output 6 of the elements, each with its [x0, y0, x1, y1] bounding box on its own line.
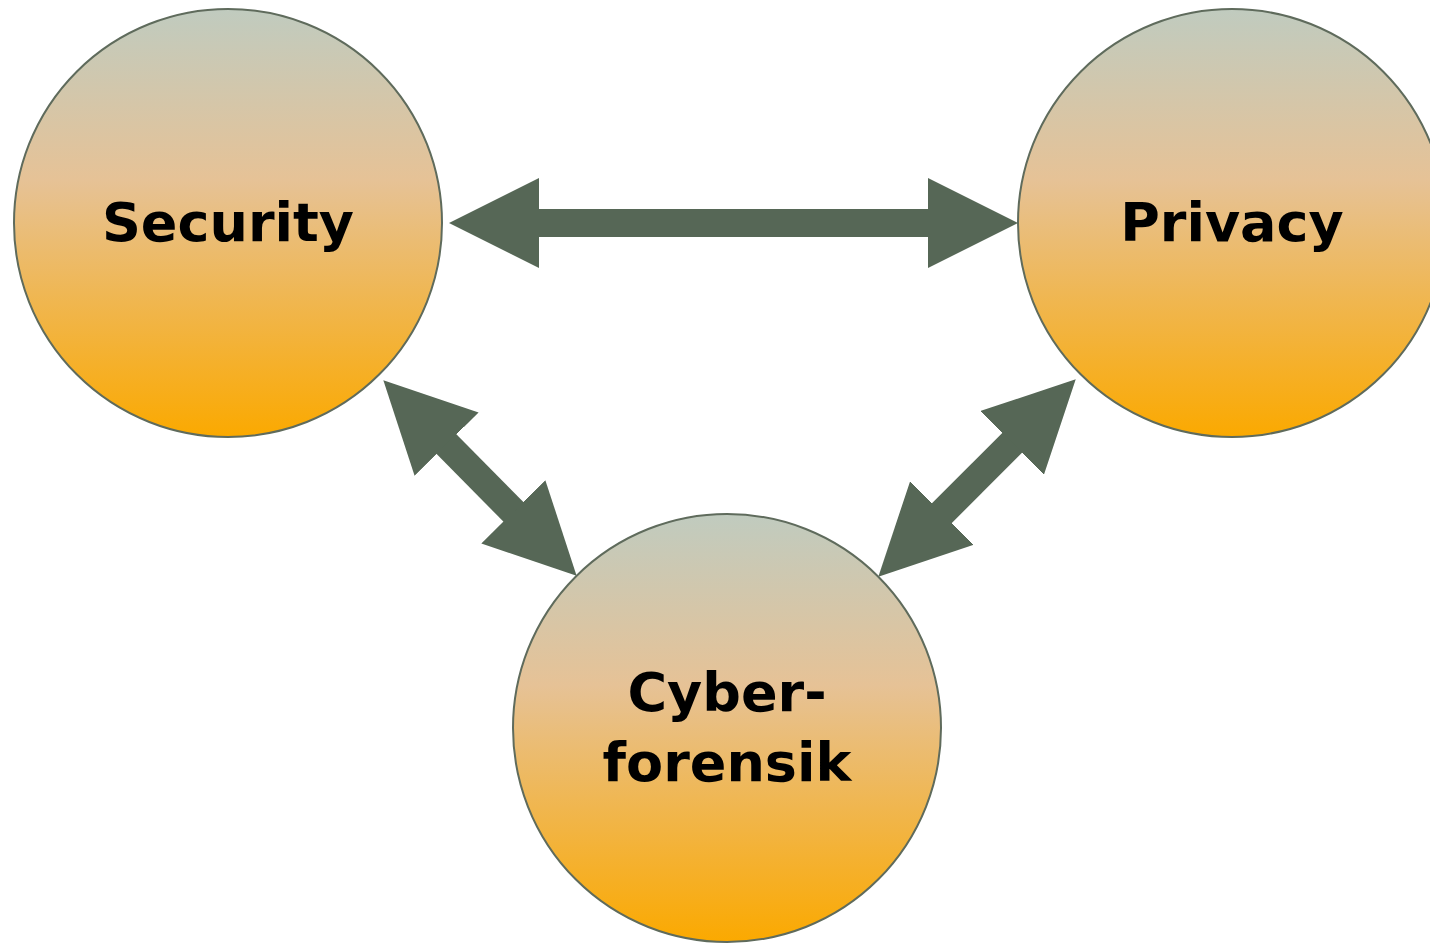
node-label: Privacy — [1120, 189, 1344, 256]
double-arrow — [383, 380, 577, 576]
node-label: Cyber- forensik — [601, 659, 853, 796]
double-arrow — [878, 379, 1076, 577]
double-arrow — [449, 178, 1018, 268]
node-label: Security — [101, 189, 355, 256]
